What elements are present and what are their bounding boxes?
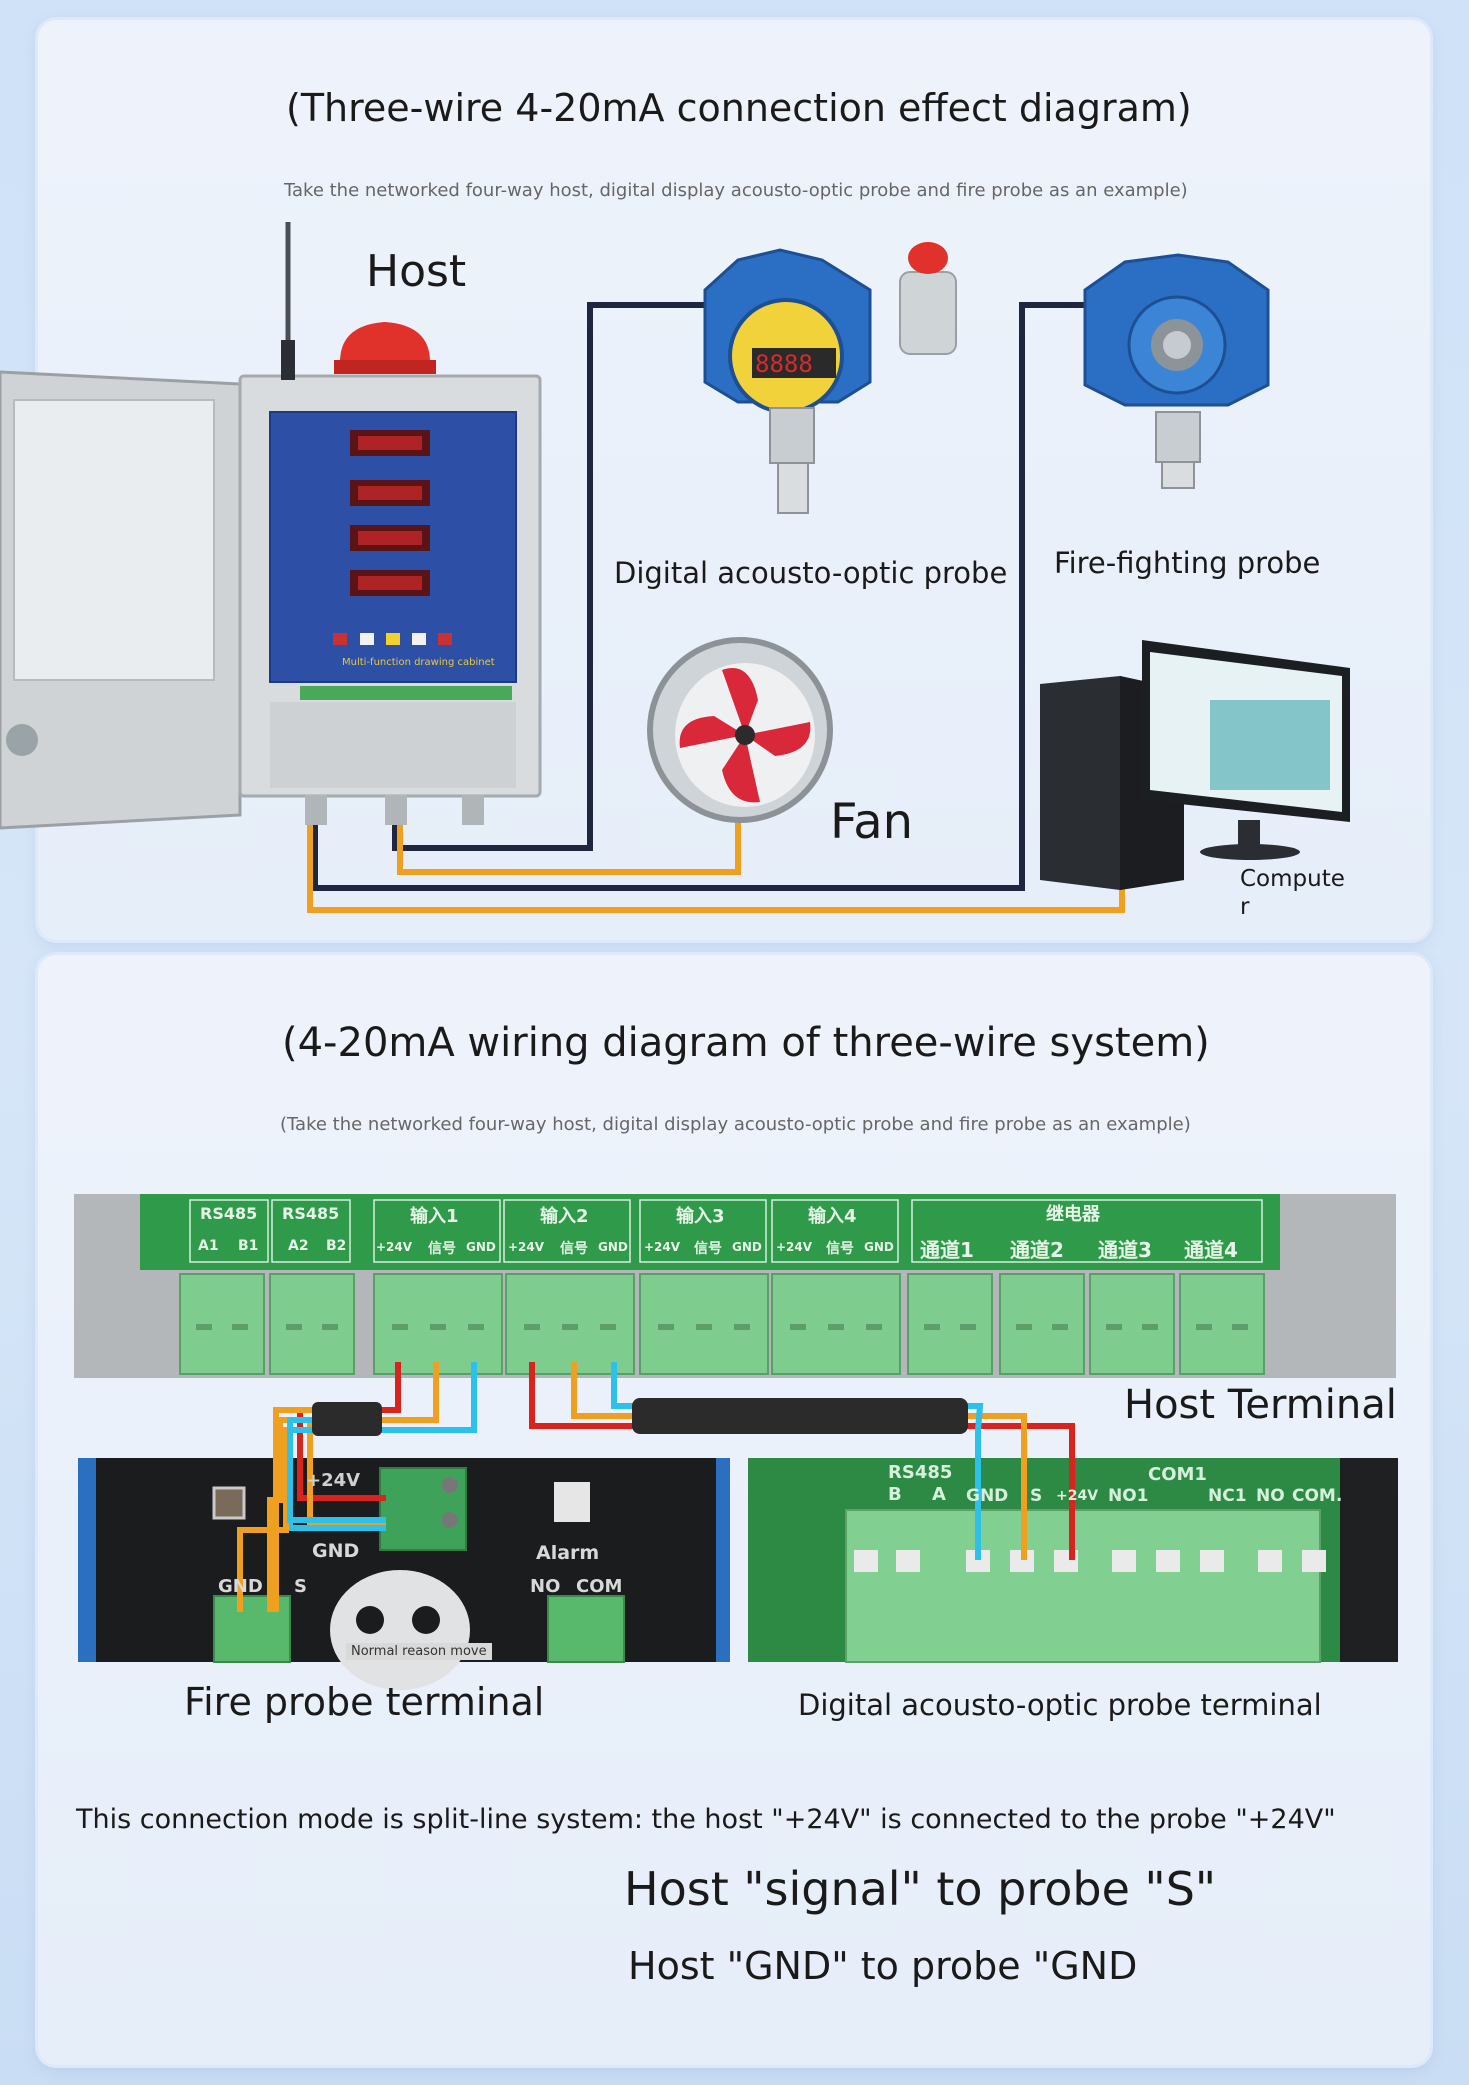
computer-label-line2: r xyxy=(1240,894,1250,920)
header-input-3: 输入3 xyxy=(676,1206,725,1227)
header-input-4: 输入4 xyxy=(808,1206,857,1227)
host-alarm-light xyxy=(334,322,436,374)
fire-probe-side-wires xyxy=(273,1407,386,1612)
wiring-note-line2: Host "signal" to probe "S" xyxy=(624,1862,1217,1916)
digital-pin-com: COM. xyxy=(1292,1486,1343,1506)
computer-label-line1: Compute xyxy=(1240,866,1345,892)
digital-acousto-optic-probe: 8888 xyxy=(703,242,957,514)
pin-gnd-1: GND xyxy=(466,1240,496,1254)
fire-pin-com: COM xyxy=(576,1576,623,1597)
effect-diagram-title: (Three-wire 4-20mA connection effect dia… xyxy=(286,86,1192,130)
host-cabinet xyxy=(0,370,542,830)
digital-pin-gnd: GND xyxy=(966,1486,1009,1506)
fire-pin-24v: +24V xyxy=(306,1470,361,1491)
digital-pin-a: A xyxy=(932,1484,946,1505)
digital-pin-b: B xyxy=(888,1484,902,1505)
relay-channel-4: 通道4 xyxy=(1184,1238,1238,1262)
pin-gnd-3: GND xyxy=(732,1240,762,1254)
wiring-diagram-subtitle: (Take the networked four-way host, digit… xyxy=(280,1114,1191,1135)
fire-pin-gnd: GND xyxy=(218,1576,263,1597)
relay-channel-2: 通道2 xyxy=(1010,1238,1064,1262)
fire-probe-label: Fire-fighting probe xyxy=(1054,546,1321,580)
pin-signal-4: 信号 xyxy=(826,1241,854,1257)
pin-signal-1: 信号 xyxy=(428,1241,456,1257)
fire-fighting-probe xyxy=(1083,253,1270,489)
digital-pin-rs485: RS485 xyxy=(888,1462,953,1483)
pin-b2: B2 xyxy=(326,1238,347,1254)
pin-24v-1: +24V xyxy=(376,1240,413,1254)
pin-gnd-2: GND xyxy=(598,1240,628,1254)
host-terminal-screws xyxy=(196,1324,1248,1330)
digital-pin-no: NO xyxy=(1256,1486,1285,1506)
header-input-1: 输入1 xyxy=(410,1206,459,1227)
fire-probe-note: Normal reason move xyxy=(346,1643,492,1660)
host-terminal-blocks xyxy=(179,1273,1265,1375)
fan-label: Fan xyxy=(830,794,914,850)
connection-effect-diagram: 8888 xyxy=(0,222,1350,913)
pin-24v-2: +24V xyxy=(508,1240,545,1254)
header-rs485-1: RS485 xyxy=(200,1204,258,1223)
digital-pin-24v: +24V xyxy=(1056,1488,1099,1504)
cable-sleeve-left xyxy=(312,1402,382,1436)
antenna xyxy=(281,222,295,380)
host-label: Host xyxy=(366,246,467,297)
wiring-note-line1: This connection mode is split-line syste… xyxy=(76,1804,1336,1835)
digital-pin-nc1: NC1 xyxy=(1208,1486,1247,1506)
host-panel-label: Multi-function drawing cabinet xyxy=(342,657,495,668)
digital-pin-s: S xyxy=(1030,1486,1043,1506)
fire-pin-gnd-top: GND xyxy=(312,1540,360,1562)
exhaust-fan xyxy=(647,637,833,823)
pin-signal-3: 信号 xyxy=(694,1241,722,1257)
fire-probe-terminal-photo xyxy=(78,1458,730,1690)
wires-to-digital-probe xyxy=(529,1362,1075,1560)
fire-pin-no: NO xyxy=(530,1576,561,1597)
cable-sleeve-right xyxy=(632,1398,968,1434)
pin-24v-3: +24V xyxy=(644,1240,681,1254)
header-relay: 继电器 xyxy=(1046,1204,1100,1225)
digital-pin-no1: NO1 xyxy=(1108,1486,1149,1506)
fire-pin-s: S xyxy=(294,1576,307,1597)
fire-probe-terminal-label: Fire probe terminal xyxy=(184,1680,545,1724)
pin-b1: B1 xyxy=(238,1238,259,1254)
pin-a2: A2 xyxy=(288,1238,309,1254)
wiring-diagram-title: (4-20mA wiring diagram of three-wire sys… xyxy=(282,1020,1210,1066)
relay-channel-3: 通道3 xyxy=(1098,1238,1152,1262)
pin-a1: A1 xyxy=(198,1238,219,1254)
relay-channel-1: 通道1 xyxy=(920,1238,974,1262)
pin-24v-4: +24V xyxy=(776,1240,813,1254)
host-terminal-label: Host Terminal xyxy=(1124,1382,1397,1428)
header-input-2: 输入2 xyxy=(540,1206,589,1227)
fire-pin-alarm: Alarm xyxy=(536,1542,600,1564)
effect-diagram-subtitle: Take the networked four-way host, digita… xyxy=(284,180,1188,201)
digital-probe-terminal-label: Digital acousto-optic probe terminal xyxy=(798,1688,1322,1722)
probe-display-digits: 8888 xyxy=(755,350,813,378)
digital-pin-com1: COM1 xyxy=(1148,1464,1207,1485)
desktop-computer xyxy=(1040,640,1350,890)
pin-signal-2: 信号 xyxy=(560,1241,588,1257)
wiring-note-line3: Host "GND" to probe "GND xyxy=(628,1944,1138,1988)
header-rs485-2: RS485 xyxy=(282,1204,340,1223)
digital-probe-label: Digital acousto-optic probe xyxy=(614,556,1008,590)
pin-gnd-4: GND xyxy=(864,1240,894,1254)
